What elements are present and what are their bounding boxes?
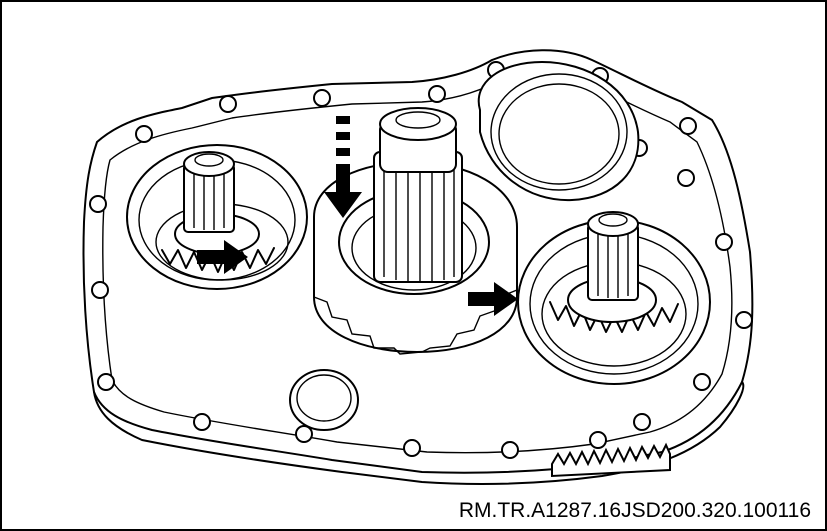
housing-inner-ledge	[102, 72, 733, 454]
plug-cover	[289, 369, 359, 431]
right-arrow	[468, 282, 518, 316]
left-arrow	[197, 240, 248, 274]
housing-lower-edge	[93, 381, 745, 485]
figure-reference-code: RM.TR.A1287.16JSD200.320.100116	[458, 499, 811, 522]
right-shaft-bearing	[517, 211, 711, 385]
bolt-holes	[89, 61, 753, 459]
center-arrow	[324, 116, 362, 218]
upper-right-bore	[477, 60, 640, 202]
center-main-shaft	[313, 107, 518, 355]
bottom-gear	[551, 442, 671, 478]
left-shaft-bearing	[126, 144, 308, 290]
